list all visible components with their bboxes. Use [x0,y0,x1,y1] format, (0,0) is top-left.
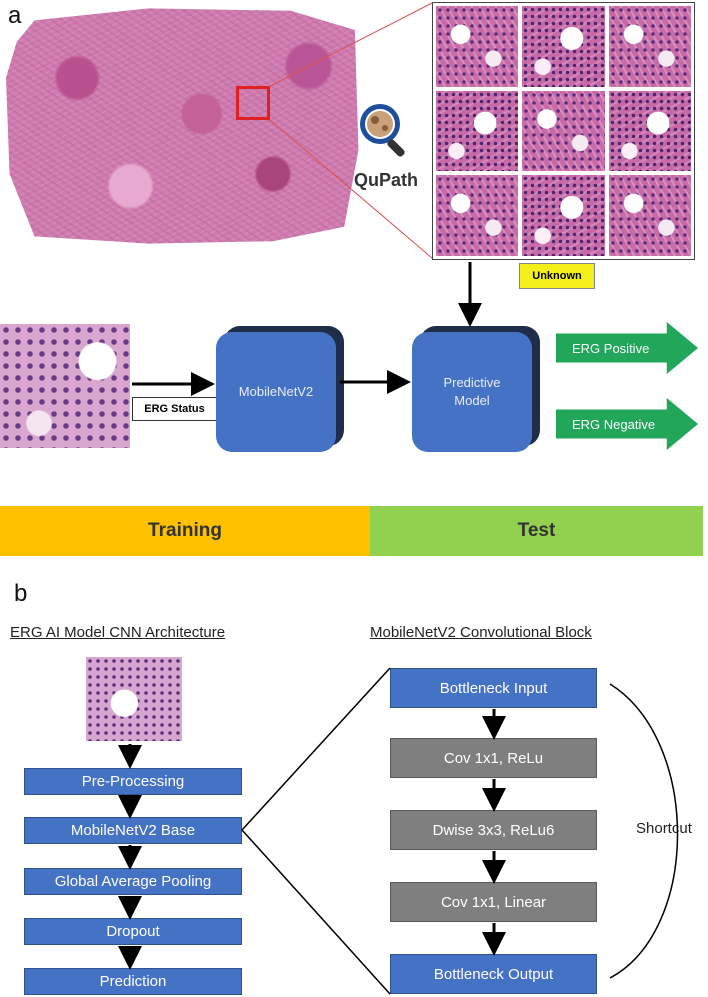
mobilenet-base-box: MobileNetV2 Base [24,817,242,844]
tile-image [436,90,519,172]
tile-image [608,175,691,256]
pre-processing-box: Pre-Processing [24,768,242,795]
bottleneck-output-box: Bottleneck Output [390,954,597,994]
input-patch-image [86,657,182,741]
panel-b-label: b [14,580,28,607]
tile-image [436,6,519,87]
predictive-model-block: Predictive Model [412,332,532,452]
global-average-pooling-box: Global Average Pooling [24,868,242,895]
training-phase-bar: Training [0,506,370,556]
tile-image [522,6,605,87]
test-label: Test [517,520,556,541]
tile-image [436,175,519,256]
zoom-line-top [269,2,433,87]
conv-1x1-linear-box: Cov 1x1, Linear [390,882,597,922]
tile-grid [432,2,695,260]
erg-status-label: ERG Status [132,397,217,421]
training-label: Training [148,520,222,541]
zoom-line-bottom [269,119,433,259]
tile-image [608,6,691,87]
qupath-label: QuPath [354,170,419,190]
prediction-box: Prediction [24,968,242,995]
tile-image [608,90,691,172]
expand-line-top [241,667,391,831]
tile-image [522,175,605,256]
region-of-interest-box [236,86,270,120]
conv-1x1-relu-box: Cov 1x1, ReLu [390,738,597,778]
cnn-architecture-title: ERG AI Model CNN Architecture [10,624,226,641]
training-patch-image [0,324,130,448]
bottleneck-input-box: Bottleneck Input [390,668,597,708]
tile-image [522,90,605,172]
test-phase-bar: Test [370,506,703,556]
panel-a-label: a [8,2,22,29]
shortcut-curve [609,683,679,979]
unknown-badge: Unknown [519,263,595,289]
erg-negative-label: ERG Negative [572,416,656,432]
mobilenet-block: MobileNetV2 [216,332,336,452]
tissue-slide-image [6,8,359,244]
erg-positive-label: ERG Positive [572,340,650,356]
predictive-model-label: Predictive Model [443,374,501,408]
qupath-magnifier-icon [354,100,414,160]
convolutional-block-title: MobileNetV2 Convolutional Block [370,624,592,641]
expand-line-bottom [241,829,391,995]
